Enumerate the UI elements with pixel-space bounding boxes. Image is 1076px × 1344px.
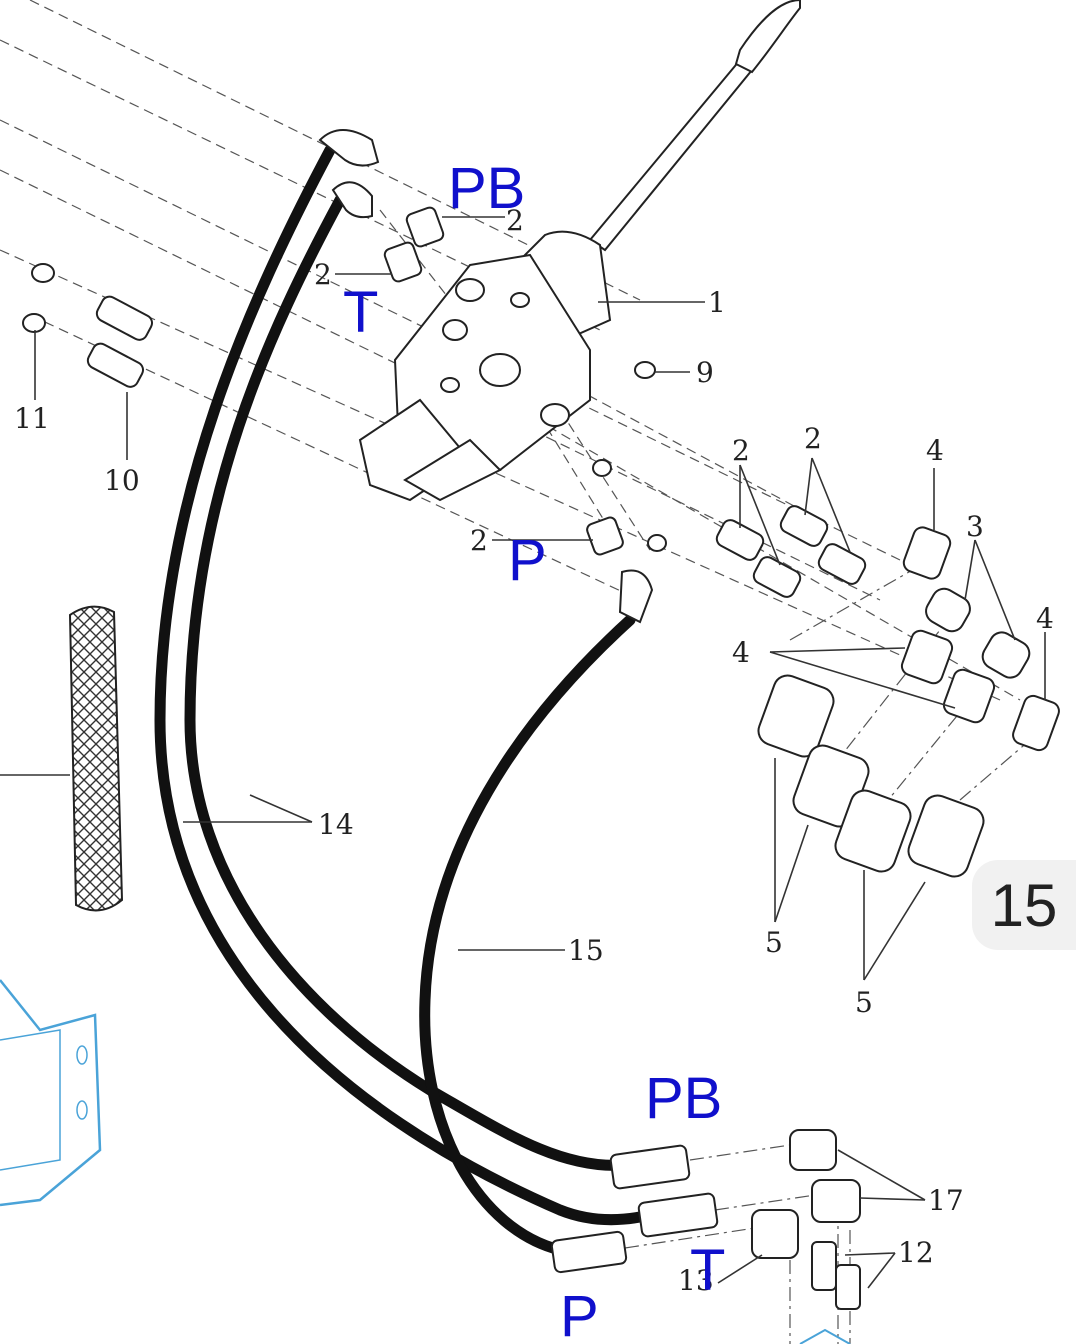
port-label-p-bottom: P — [560, 1284, 599, 1344]
callout-3: 3 — [966, 510, 984, 543]
callout-2-right-b: 2 — [804, 422, 822, 455]
callout-13: 13 — [678, 1264, 714, 1297]
port-label-p-top: P — [508, 528, 547, 593]
callout-12: 12 — [898, 1236, 934, 1269]
port-labels: PB T P PB T P — [343, 156, 725, 1344]
elbow-fittings — [900, 526, 1060, 752]
callout-2-left: 2 — [314, 258, 332, 291]
leader-lines — [34, 216, 1046, 1289]
callout-2-right-a: 2 — [732, 434, 750, 467]
callout-9: 9 — [696, 356, 714, 389]
port-label-pb-bottom: PB — [645, 1066, 722, 1131]
callout-14: 14 — [318, 808, 354, 841]
couplers-5 — [757, 674, 985, 878]
callout-17: 17 — [928, 1184, 964, 1217]
callout-5-left: 5 — [765, 926, 783, 959]
page-number-badge[interactable]: 15 — [972, 860, 1076, 950]
assembly-lines — [0, 0, 1031, 1344]
adapters-2 — [715, 505, 867, 598]
port-label-t-top: T — [343, 280, 378, 345]
port-label-pb-top: PB — [448, 156, 525, 221]
mounting-frame-outline — [0, 979, 851, 1344]
control-lever — [588, 0, 801, 252]
callout-4-right: 4 — [1036, 602, 1054, 635]
callout-labels: 1 9 2 2 2 2 2 4 3 4 4 5 5 11 10 14 15 17… — [14, 204, 1054, 1297]
port-label-t-bottom: T — [690, 1238, 725, 1303]
callout-15: 15 — [568, 934, 604, 967]
callout-4-top: 4 — [926, 434, 944, 467]
callout-4-left: 4 — [732, 636, 750, 669]
callout-10: 10 — [104, 464, 140, 497]
callout-5-bottom: 5 — [855, 986, 873, 1019]
hose-sleeve — [0, 605, 124, 912]
hoses — [154, 129, 719, 1274]
callout-11: 11 — [14, 402, 50, 435]
callout-2-top: 2 — [506, 204, 524, 237]
bottom-fittings — [751, 1129, 861, 1310]
valve-fittings — [22, 206, 667, 556]
control-valve-body — [358, 230, 612, 502]
callout-1: 1 — [708, 286, 726, 319]
callout-2-p: 2 — [470, 524, 488, 557]
